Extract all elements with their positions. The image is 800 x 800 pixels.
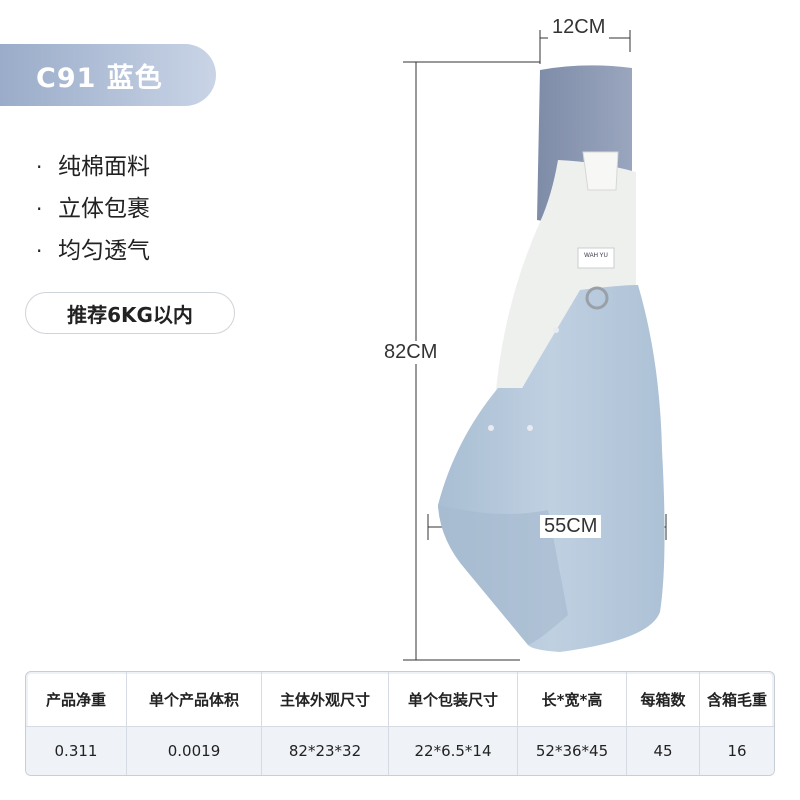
bullet: · — [36, 239, 43, 263]
height-label: 82CM — [380, 341, 442, 364]
product-title: C91 蓝色 — [36, 62, 163, 94]
brand-tag-bg — [577, 247, 615, 269]
spec-header-cell: 产品净重 — [26, 672, 127, 727]
recommendation-text: 推荐6KG以内 — [67, 302, 193, 327]
feature-text: 均匀透气 — [58, 238, 150, 264]
bullet: · — [36, 155, 43, 179]
spec-table: 产品净重 单个产品体积 主体外观尺寸 单个包装尺寸 长*宽*高 每箱数 含箱毛重… — [25, 671, 775, 776]
bullet: · — [36, 197, 43, 221]
width-label: 55CM — [540, 515, 602, 538]
spec-header-cell: 含箱毛重 — [700, 672, 774, 727]
spec-header-cell: 主体外观尺寸 — [262, 672, 389, 727]
spec-header-cell: 单个包装尺寸 — [389, 672, 518, 727]
feature-item: · 立体包裹 — [36, 188, 150, 230]
feature-item: · 均匀透气 — [36, 230, 150, 272]
spec-value-cell: 0.311 — [26, 727, 127, 775]
spec-value-cell: 22*6.5*14 — [389, 727, 518, 775]
spec-header-cell: 长*宽*高 — [518, 672, 627, 727]
feature-list: · 纯棉面料 · 立体包裹 · 均匀透气 — [36, 146, 150, 272]
weight-recommendation-badge: 推荐6KG以内 — [25, 292, 235, 334]
spec-header-cell: 每箱数 — [627, 672, 700, 727]
spec-value-cell: 16 — [700, 727, 774, 775]
spec-value-row: 0.311 0.0019 82*23*32 22*6.5*14 52*36*45… — [26, 727, 774, 775]
rivet — [488, 425, 494, 431]
rivet — [527, 425, 533, 431]
rivet — [553, 327, 559, 333]
spec-value-cell: 52*36*45 — [518, 727, 627, 775]
spec-value-cell: 45 — [627, 727, 700, 775]
spec-header-cell: 单个产品体积 — [127, 672, 262, 727]
inner-white-panel — [496, 160, 636, 390]
strap-loop-tab — [582, 151, 619, 191]
spec-value-cell: 82*23*32 — [262, 727, 389, 775]
feature-text: 纯棉面料 — [58, 154, 150, 180]
title-banner: C91 蓝色 — [0, 44, 216, 106]
spec-value-cell: 0.0019 — [127, 727, 262, 775]
feature-text: 立体包裹 — [58, 196, 150, 222]
d-ring — [585, 286, 609, 310]
shoulder-strap — [537, 65, 632, 221]
pouch-front — [438, 505, 568, 645]
spec-header-row: 产品净重 单个产品体积 主体外观尺寸 单个包装尺寸 长*宽*高 每箱数 含箱毛重 — [26, 672, 774, 727]
top-width-label: 12CM — [548, 16, 610, 39]
feature-item: · 纯棉面料 — [36, 146, 150, 188]
brand-tag-text: WAH YU — [584, 253, 608, 259]
